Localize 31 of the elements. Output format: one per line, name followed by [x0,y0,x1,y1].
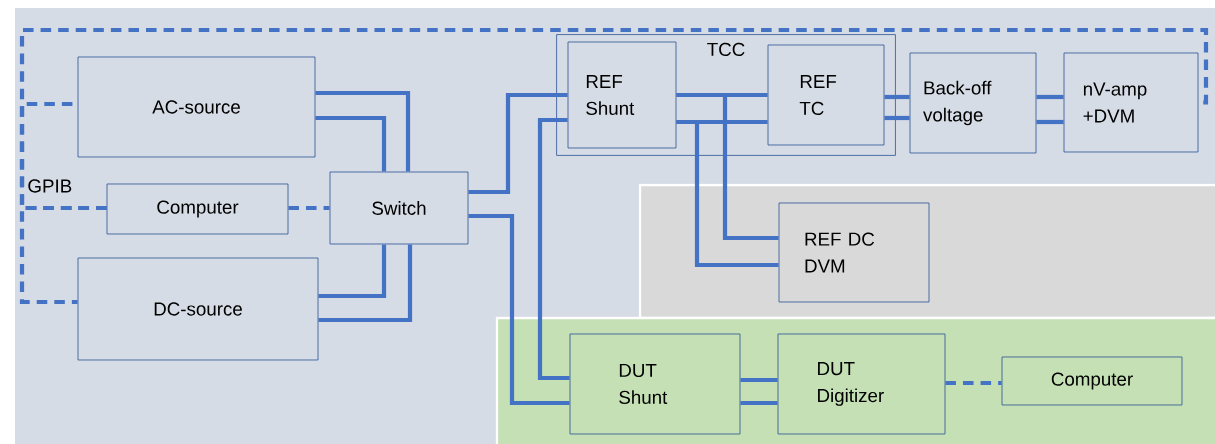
cable-line [1036,119,1064,125]
instrument-box: REF DC DVM [778,202,930,303]
cable-line [676,92,779,241]
instrument-box: Computer [1001,356,1183,406]
bus-label: GPIB [28,179,72,193]
cable-line [676,119,779,268]
instrument-box: Computer [106,183,289,235]
instrument-box: DUT Digitizer [777,333,946,435]
cable-line [1036,94,1064,100]
instrument-box: AC-source [77,56,316,158]
cable-line [740,400,778,406]
instrument-box: REF TC [767,44,885,146]
cable-line [318,244,387,299]
instrument-box: DC-source [77,257,319,361]
cable-line [537,117,570,381]
instrument-box: nV-amp +DVM [1063,52,1199,153]
cable-line [884,94,910,100]
cable-line [468,92,568,195]
cable-line [318,244,413,323]
bus-line [288,205,330,211]
cable-line [884,115,910,121]
instrument-box: Back-off voltage [909,52,1037,154]
bus-line [945,380,1002,386]
cable-line [315,90,411,172]
cable-line [315,115,387,172]
cable-line [468,213,570,406]
instrument-box: Switch [329,171,469,245]
instrument-box: REF Shunt [567,41,677,149]
instrument-box: DUT Shunt [569,333,741,435]
bus-line [19,27,1209,211]
cable-line [740,377,778,383]
